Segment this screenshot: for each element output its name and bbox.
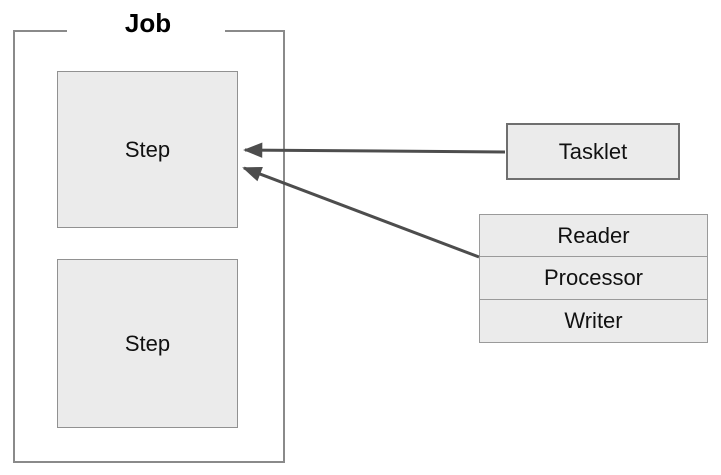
step-box-1: Step [57,71,238,228]
writer-box: Writer [479,300,708,343]
processor-label: Processor [543,265,644,290]
writer-label: Writer [564,308,623,333]
tasklet-box: Tasklet [506,123,680,180]
job-title-border-gap [67,27,225,35]
job-title: Job [124,8,172,38]
chunk-components-stack: Reader Processor Writer [479,214,708,343]
processor-box: Processor [479,257,708,300]
reader-box: Reader [479,214,708,257]
step-box-2-label: Step [124,330,171,356]
tasklet-label: Tasklet [558,138,628,164]
step-box-2: Step [57,259,238,428]
step-box-1-label: Step [124,136,171,162]
reader-label: Reader [557,222,630,248]
